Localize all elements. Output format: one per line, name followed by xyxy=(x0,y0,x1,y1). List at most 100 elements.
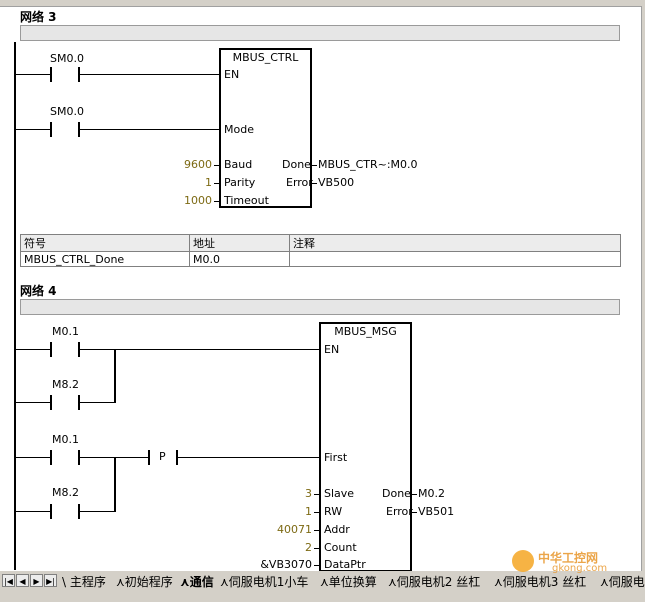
addr-value[interactable]: 40071 xyxy=(277,523,312,536)
pin-rw: RW xyxy=(324,505,343,518)
tab-servo-more[interactable]: ⋏伺服电 xyxy=(600,575,645,589)
contact-left-bar xyxy=(50,122,52,137)
parity-value[interactable]: 1 xyxy=(205,176,212,189)
contact-m8-2-label: M8.2 xyxy=(52,486,79,499)
wire xyxy=(80,349,320,350)
contact-left-bar xyxy=(50,504,52,519)
pulse-right-bar xyxy=(176,450,178,465)
slave-value[interactable]: 3 xyxy=(305,487,312,500)
rw-value[interactable]: 1 xyxy=(305,505,312,518)
pin-error: Error xyxy=(286,176,313,189)
error-output[interactable]: VB500 xyxy=(318,176,355,189)
contact-right-bar xyxy=(78,395,80,410)
contact-left-bar xyxy=(50,395,52,410)
wire xyxy=(411,494,417,495)
tab-label: 伺服电机2 丝杠 xyxy=(396,575,481,589)
mbus-ctrl-title: MBUS_CTRL xyxy=(232,51,299,64)
positive-transition-label: P xyxy=(159,450,166,463)
header-comment: 注释 xyxy=(289,234,621,252)
tab-servo2[interactable]: ⋏伺服电机2 丝杠 xyxy=(388,575,481,589)
network-3-title: 网络 3 xyxy=(20,10,57,24)
contact-sm0-0-label: SM0.0 xyxy=(50,105,84,118)
wire xyxy=(14,129,50,130)
contact-m0-1-label: M0.1 xyxy=(52,433,79,446)
baud-value[interactable]: 9600 xyxy=(184,158,212,171)
pulse-left-bar xyxy=(148,450,150,465)
error-output[interactable]: VB501 xyxy=(418,505,455,518)
symbol-table-header: 符号 地址 注释 xyxy=(20,234,621,252)
watermark-text: 中华工控网 xyxy=(538,551,599,565)
tab-unit[interactable]: ⋏单位换算 xyxy=(320,575,377,589)
wire xyxy=(314,530,320,531)
wire xyxy=(214,165,220,166)
pin-count: Count xyxy=(324,541,357,554)
watermark-subtext: gkong.com xyxy=(552,563,608,574)
pin-done: Done xyxy=(282,158,311,171)
tab-label: 伺服电机1小车 xyxy=(228,575,309,589)
power-rail xyxy=(14,42,16,570)
contact-right-bar xyxy=(78,450,80,465)
mbus-ctrl-block[interactable] xyxy=(219,48,312,208)
header-symbol: 符号 xyxy=(20,234,190,252)
wire xyxy=(14,402,50,403)
pin-done: Done xyxy=(382,487,411,500)
pin-parity: Parity xyxy=(224,176,256,189)
prev-tab-icon[interactable]: ◀ xyxy=(16,574,29,587)
wire xyxy=(114,457,116,512)
wire xyxy=(214,201,220,202)
table-row[interactable]: MBUS_CTRL_Done M0.0 xyxy=(20,251,621,267)
tab-init[interactable]: ⋏初始程序 xyxy=(116,575,173,589)
tab-servo1[interactable]: ⋏伺服电机1小车 xyxy=(220,575,309,589)
timeout-value[interactable]: 1000 xyxy=(184,194,212,207)
pin-first: First xyxy=(324,451,348,464)
contact-right-bar xyxy=(78,342,80,357)
last-tab-icon[interactable]: ▶| xyxy=(44,574,57,587)
mbus-msg-block[interactable] xyxy=(319,322,412,572)
network-3-comment[interactable] xyxy=(20,25,620,41)
top-scrollbar[interactable] xyxy=(0,0,645,7)
pin-en: EN xyxy=(324,343,340,356)
wire xyxy=(314,565,320,566)
mbus-msg-title: MBUS_MSG xyxy=(334,325,397,338)
contact-m0-1-label: M0.1 xyxy=(52,325,79,338)
wire xyxy=(178,457,320,458)
wire xyxy=(14,349,50,350)
contact-m8-2-label: M8.2 xyxy=(52,378,79,391)
pin-timeout: Timeout xyxy=(224,194,269,207)
wire xyxy=(411,512,417,513)
wire xyxy=(311,165,317,166)
network-4-title: 网络 4 xyxy=(20,284,57,298)
tab-main[interactable]: \ 主程序 xyxy=(62,575,106,589)
symbol-table: 符号 地址 注释 MBUS_CTRL_Done M0.0 xyxy=(20,234,621,267)
done-output[interactable]: M0.2 xyxy=(418,487,445,500)
tab-label: 通信 xyxy=(189,575,214,589)
tab-comm[interactable]: ⋏通信 xyxy=(180,575,214,589)
done-output[interactable]: MBUS_CTR~:M0.0 xyxy=(318,158,418,171)
comment-cell xyxy=(289,251,621,267)
contact-left-bar xyxy=(50,342,52,357)
pin-dataptr: DataPtr xyxy=(324,558,366,571)
right-edge xyxy=(641,6,645,571)
contact-sm0-0-label: SM0.0 xyxy=(50,52,84,65)
wire xyxy=(14,74,50,75)
wire xyxy=(80,402,115,403)
wire xyxy=(114,349,116,403)
count-value[interactable]: 2 xyxy=(305,541,312,554)
pin-slave: Slave xyxy=(324,487,355,500)
first-tab-icon[interactable]: |◀ xyxy=(2,574,15,587)
wire xyxy=(214,183,220,184)
pin-mode: Mode xyxy=(224,123,254,136)
symbol-cell: MBUS_CTRL_Done xyxy=(20,251,190,267)
tab-label: 单位换算 xyxy=(328,575,377,589)
wire xyxy=(80,74,220,75)
network-4-comment[interactable] xyxy=(20,299,620,315)
next-tab-icon[interactable]: ▶ xyxy=(30,574,43,587)
contact-left-bar xyxy=(50,67,52,82)
tab-label: 伺服电 xyxy=(608,575,645,589)
wire xyxy=(80,129,220,130)
dataptr-value[interactable]: &VB3070 xyxy=(260,558,312,571)
contact-right-bar xyxy=(78,504,80,519)
pin-en: EN xyxy=(224,68,240,81)
tab-servo3[interactable]: ⋏伺服电机3 丝杠 xyxy=(494,575,587,589)
tab-label: 伺服电机3 丝杠 xyxy=(502,575,587,589)
